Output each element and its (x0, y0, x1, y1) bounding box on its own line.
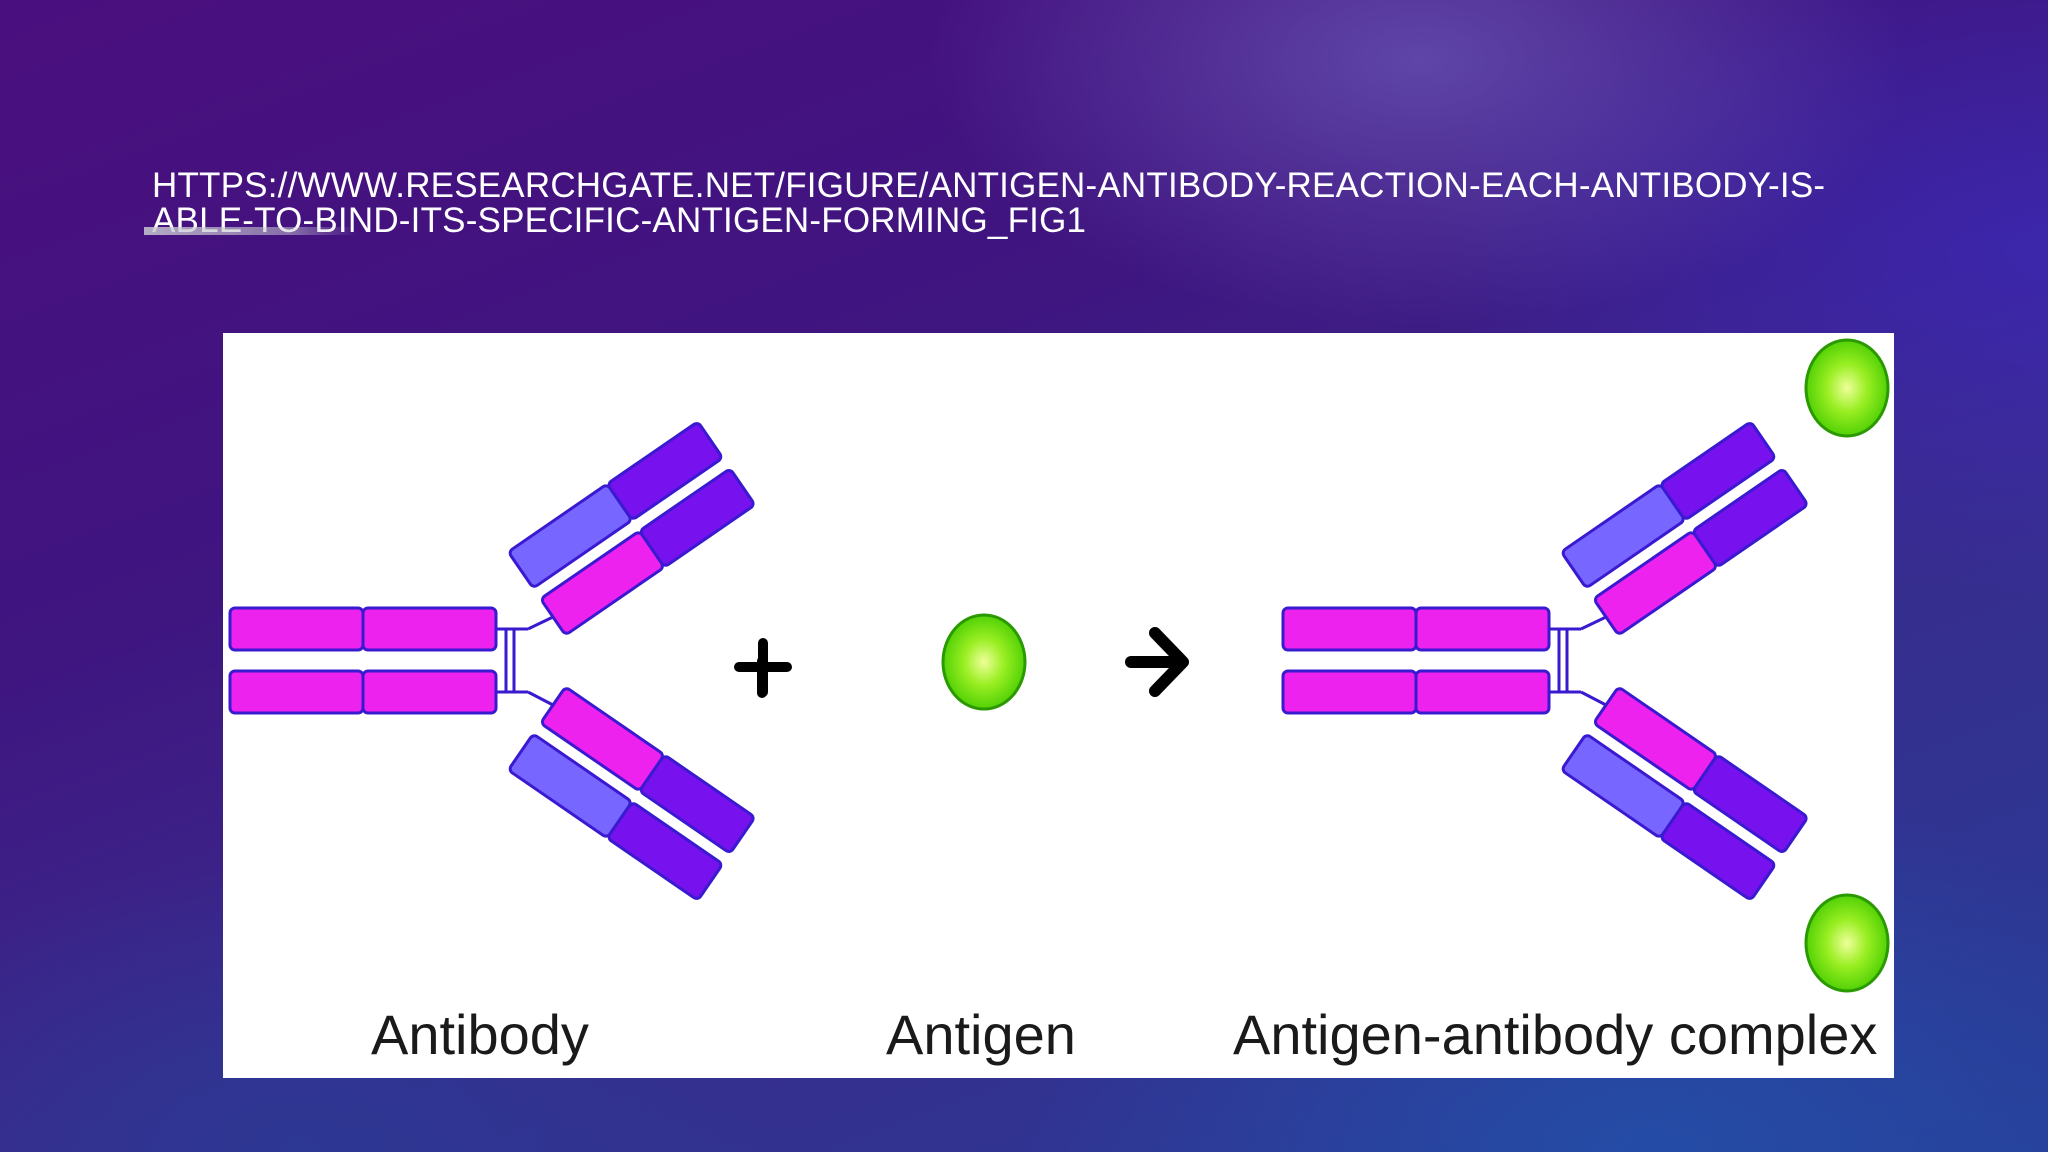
antibody-molecule (228, 420, 757, 902)
complex-antibody (1281, 420, 1810, 902)
reaction-arrow (1125, 627, 1189, 697)
bound-antigen-bottom (1804, 893, 1890, 993)
antigen-antibody-figure: Antibody Antigen Antigen-antibody comple… (223, 333, 1894, 1078)
title-accent-bar (144, 227, 356, 235)
slide-title: HTTPS://WWW.RESEARCHGATE.NET/FIGURE/ANTI… (152, 166, 1826, 240)
complex-label: Antigen-antibody complex (1233, 1003, 1878, 1066)
antigen-label: Antigen (886, 1003, 1076, 1066)
diagram-canvas (228, 338, 1890, 993)
bound-antigen-top (1804, 338, 1890, 438)
antigen-particle (941, 613, 1027, 711)
plus-operator (734, 638, 792, 698)
antibody-label: Antibody (371, 1003, 589, 1066)
